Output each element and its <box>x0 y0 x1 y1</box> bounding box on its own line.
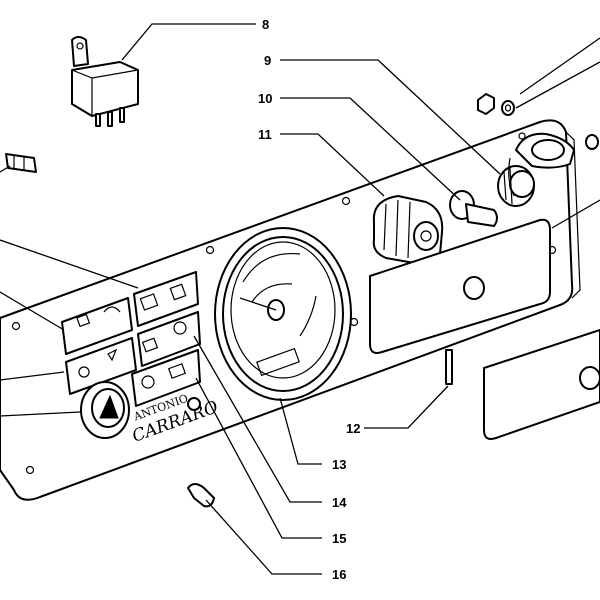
callout-13: 13 <box>332 457 346 472</box>
callout-9: 9 <box>264 53 271 68</box>
leader-lines <box>0 23 600 575</box>
connector <box>0 153 37 173</box>
rocker-switch <box>137 311 201 367</box>
hazard-switch <box>80 381 130 439</box>
toggle-switch <box>449 190 498 227</box>
callout-15: 15 <box>332 531 346 546</box>
relay <box>71 36 139 127</box>
relay-pin <box>119 107 125 123</box>
brand-logo <box>187 397 201 411</box>
nut <box>477 93 495 115</box>
callout-12: 12 <box>346 421 360 436</box>
panel-screw-hole <box>518 132 526 140</box>
bulb <box>187 483 215 508</box>
cover-plate-knob <box>463 276 485 300</box>
callout-11: 11 <box>258 127 272 142</box>
warning-triangle-icon <box>99 394 119 419</box>
washer <box>501 100 515 116</box>
relay-pin <box>95 113 101 127</box>
nut-and-washer <box>477 93 599 150</box>
relay-pin <box>107 111 113 127</box>
rocker-switch <box>61 297 133 355</box>
gauge-counter-window <box>256 347 300 377</box>
cover-plate <box>369 218 551 354</box>
panel-screw-hole <box>341 196 351 206</box>
ignition-switch <box>372 195 444 266</box>
panel-screw-hole <box>25 465 35 475</box>
callout-labels: 8 9 10 11 12 13 14 15 16 <box>258 17 360 582</box>
rocker-switch <box>131 349 201 407</box>
callout-8: 8 <box>262 17 269 32</box>
pin <box>445 349 453 385</box>
panel-screw-hole <box>11 321 21 331</box>
panel-screw-hole <box>205 245 215 255</box>
relay-mounting-tab <box>71 36 89 67</box>
rocker-switch <box>65 337 137 395</box>
callout-10: 10 <box>258 91 272 106</box>
gauge-needle <box>239 297 277 311</box>
control-knob <box>497 165 535 207</box>
power-socket <box>508 132 575 197</box>
callout-14: 14 <box>332 495 347 510</box>
cover-plate-exploded <box>483 329 600 440</box>
switch-bank <box>61 271 201 407</box>
gauge-instrument <box>214 227 352 401</box>
callout-16: 16 <box>332 567 346 582</box>
washer <box>585 134 599 150</box>
